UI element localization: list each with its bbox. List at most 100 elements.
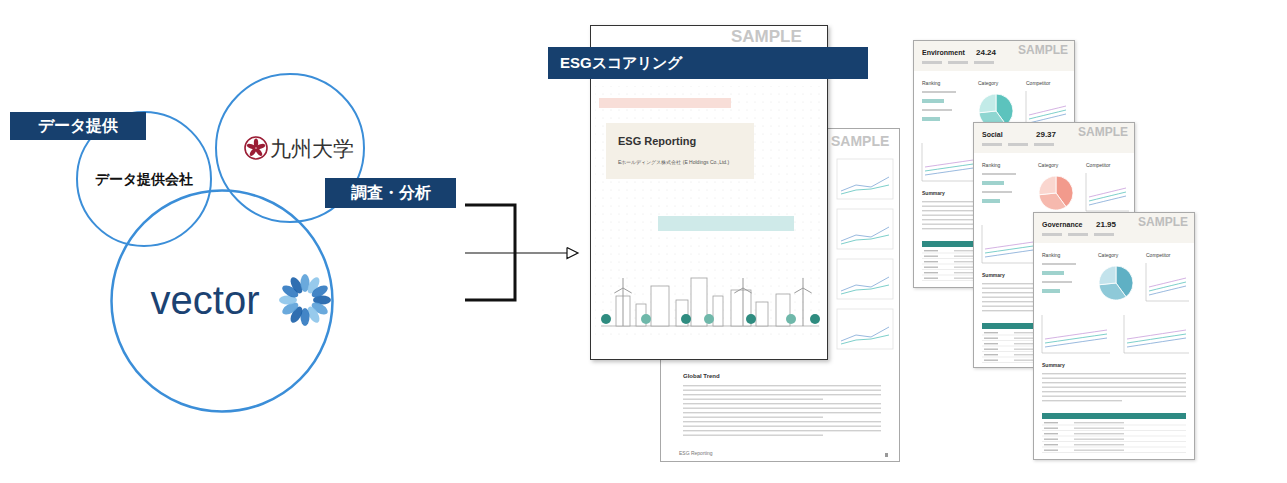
page-decoration — [746, 314, 756, 324]
page-decoration — [810, 314, 820, 324]
page-decoration — [803, 278, 804, 288]
circle-border — [77, 112, 211, 246]
node-text: ESG Reporting — [618, 135, 696, 148]
university-emblem — [245, 137, 267, 159]
page-decoration — [982, 199, 1000, 203]
page-decoration — [601, 314, 611, 324]
page-decoration — [623, 278, 624, 288]
page-decoration — [837, 209, 893, 249]
node-text: 21.95 — [1096, 220, 1116, 229]
page-decoration — [1042, 436, 1186, 437]
page-decoration — [1074, 422, 1124, 423]
page-decoration — [683, 426, 881, 427]
page-decoration — [1124, 315, 1189, 353]
logo-petal — [310, 283, 330, 300]
node-text: SAMPLE — [831, 133, 889, 149]
node-text: Ranking — [982, 163, 1000, 169]
page-decoration — [794, 288, 803, 293]
page-decoration — [922, 109, 952, 111]
arrow-line — [465, 252, 577, 253]
page-decoration — [1068, 233, 1088, 236]
node-text: vector — [151, 277, 260, 323]
score-page: SAMPLEGovernance21.95RankingCategoryComp… — [1033, 212, 1195, 460]
page-decoration — [1074, 428, 1124, 429]
node-text: ESG Reporting — [679, 451, 713, 457]
page-decoration — [1074, 433, 1124, 434]
page-decoration — [1039, 193, 1066, 210]
node-text: 29.37 — [1036, 130, 1056, 139]
node-text: SAMPLE — [1138, 216, 1188, 230]
node-text: 九州大学 — [270, 137, 354, 161]
page-decoration — [756, 302, 768, 326]
page-decoration — [681, 314, 691, 324]
page-decoration — [979, 94, 996, 113]
page-decoration — [623, 288, 624, 326]
page-decoration — [595, 86, 822, 336]
page-decoration — [1042, 233, 1062, 236]
page-decoration — [1045, 334, 1107, 343]
page-decoration — [982, 181, 1004, 185]
page-decoration — [1042, 271, 1064, 275]
page-decoration — [683, 399, 823, 400]
node-text: データ提供 — [38, 117, 118, 135]
page-decoration — [924, 250, 938, 251]
page-decoration — [641, 314, 651, 324]
page-decoration — [1044, 433, 1058, 434]
page-decoration — [1008, 143, 1028, 146]
page-decoration — [837, 309, 893, 349]
page-decoration — [683, 394, 881, 395]
page-decoration — [1127, 330, 1186, 339]
node-text: Summary — [922, 191, 945, 197]
node-text: データ提供会社 — [95, 171, 193, 187]
page-decoration — [651, 286, 669, 326]
label-band: ESGスコアリング — [548, 47, 868, 79]
page-decoration — [713, 296, 723, 326]
page-decoration — [1089, 188, 1126, 197]
page-decoration — [1034, 213, 1194, 243]
page-decoration — [1044, 439, 1058, 440]
page-decoration — [1044, 444, 1058, 445]
page-decoration — [841, 335, 889, 344]
node-text: ESGスコアリング — [560, 54, 682, 71]
category-pie — [1099, 266, 1133, 300]
page-decoration — [841, 235, 889, 244]
page-decoration — [841, 277, 889, 291]
page-decoration — [982, 191, 1012, 193]
page-decoration — [599, 98, 731, 108]
page-decoration — [1099, 266, 1116, 285]
page-decoration — [704, 314, 714, 324]
page-decoration — [914, 41, 1074, 71]
node-text: SAMPLE — [731, 27, 802, 47]
page-decoration — [786, 314, 796, 324]
page-decoration — [1042, 289, 1060, 293]
cover-title-box: ESG ReportingEホールディングス株式会社 (E Holdings C… — [606, 123, 754, 179]
page-decoration — [658, 216, 794, 231]
page-decoration — [841, 327, 889, 341]
vector-logo — [279, 274, 331, 326]
page-decoration — [1086, 173, 1129, 211]
page-decoration — [1029, 110, 1066, 119]
page-decoration — [1089, 192, 1126, 201]
node-text: Social — [982, 131, 1003, 139]
page-decoration — [1045, 338, 1107, 347]
page-decoration — [841, 185, 889, 194]
category-pie — [1039, 176, 1073, 210]
page-decoration — [984, 343, 998, 344]
page-decoration — [614, 288, 623, 293]
emblem-ring — [245, 137, 267, 159]
page-decoration — [924, 261, 938, 262]
page-decoration — [1094, 233, 1114, 236]
page-decoration — [1042, 413, 1186, 419]
page-decoration — [1127, 338, 1186, 347]
page-decoration — [1074, 439, 1124, 440]
page-decoration — [922, 61, 942, 64]
page-decoration — [984, 332, 998, 333]
node-text: Competitor — [1026, 81, 1050, 87]
node-text: Global Trend — [683, 373, 720, 380]
page-decoration — [1042, 441, 1186, 442]
page-decoration — [1042, 400, 1122, 401]
page-decoration — [683, 417, 823, 418]
node-text: Summary — [982, 273, 1005, 279]
arrow-head — [567, 248, 578, 259]
page-decoration — [803, 288, 812, 293]
